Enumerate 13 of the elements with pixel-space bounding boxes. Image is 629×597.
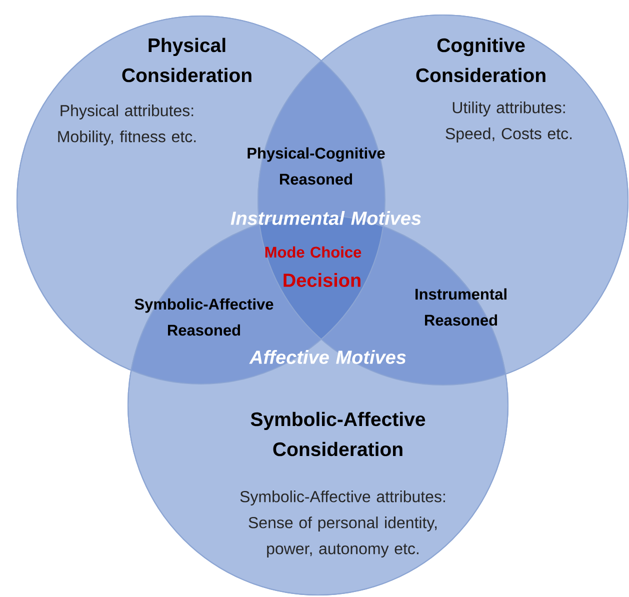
center-label: Decision [284, 273, 360, 287]
circle-heading: Cognitive Consideration [416, 38, 546, 82]
region-label: Instrumental Reasoned [416, 288, 506, 326]
circle-description: Symbolic-Affective attributes: Sense of personal identity, power, autonomy etc. [240, 490, 445, 558]
circle-description: Physical attributes: Mobility, fitness etc. [58, 104, 196, 146]
circle-heading: Symbolic-Affective Consideration [250, 412, 426, 456]
region-label: Physical-Cognitive Reasoned [248, 147, 385, 185]
motive-label: Instrumental Motives [230, 211, 421, 225]
region-label: Symbolic-Affective Reasoned [134, 298, 274, 336]
circle-description: Utility attributes: Speed, Costs etc. [446, 102, 572, 142]
circle-heading: Physical Consideration [122, 38, 252, 82]
center-label: Mode Choice [265, 246, 362, 258]
motive-label: Affective Motives [249, 350, 406, 364]
